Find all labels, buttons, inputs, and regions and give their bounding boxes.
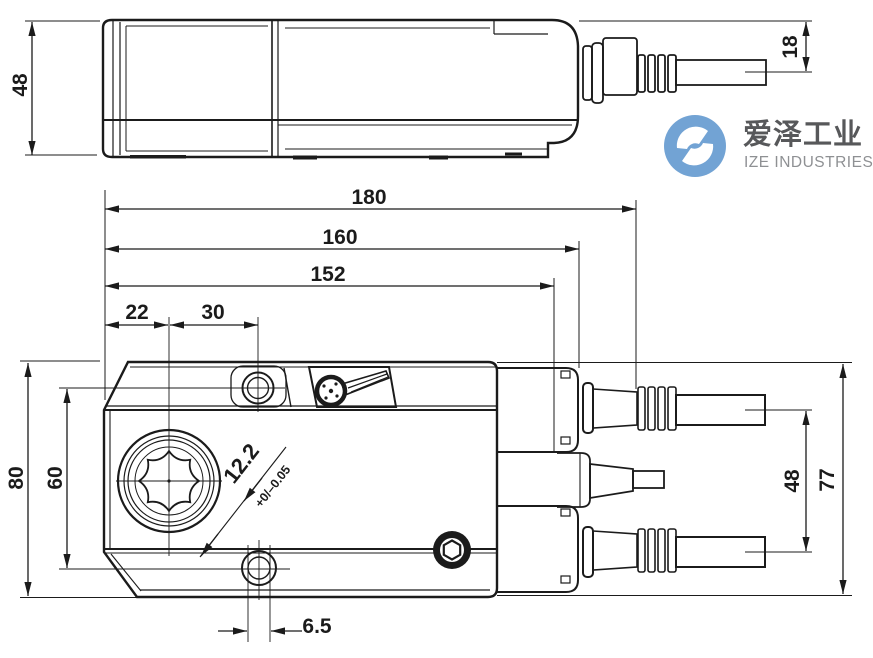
logo-cn-text: 爱泽工业 — [743, 118, 863, 151]
dim-30 — [168, 317, 259, 556]
connector-middle — [557, 452, 665, 508]
override-dial — [314, 374, 348, 408]
dim-48-cables — [745, 409, 812, 553]
dim-160-label: 160 — [322, 226, 357, 249]
dim-80 — [20, 360, 340, 598]
dim-60 — [59, 387, 290, 570]
cable-gland-side — [582, 37, 767, 104]
dim-12-2-label: 12.2 — [218, 439, 264, 488]
dim-6-5 — [218, 545, 302, 642]
logo-en-text: IZE INDUSTRIES — [744, 154, 873, 171]
hex-screw — [433, 531, 471, 569]
dim-80-label: 80 — [5, 466, 28, 489]
dimensions — [20, 20, 852, 642]
dim-12-2-tol-label: +0/–0.05 — [252, 463, 293, 510]
dim-22-label: 22 — [125, 301, 148, 324]
dim-77 — [497, 362, 852, 596]
dim-18-label: 18 — [779, 35, 802, 59]
mounting-feet — [130, 152, 522, 160]
logo: 爱泽工业 IZE INDUSTRIES — [664, 115, 873, 177]
dim-48-cables-label: 48 — [781, 469, 804, 493]
logo-pinwheel-icon — [676, 126, 714, 166]
connector-top — [497, 367, 766, 453]
dim-77-label: 77 — [816, 468, 839, 491]
dim-180 — [104, 190, 637, 400]
plug-stub — [632, 470, 665, 489]
dim-48-side — [25, 20, 100, 156]
logo-mark-circle — [664, 115, 726, 177]
side-view — [101, 18, 767, 160]
manual-override-lever — [283, 366, 398, 408]
dim-48-side-label: 48 — [9, 73, 32, 97]
dim-60-label: 60 — [44, 466, 67, 489]
connector-bottom — [497, 505, 766, 593]
dim-152 — [105, 278, 555, 453]
dim-12-2-square — [199, 446, 287, 558]
dim-6-5-label: 6.5 — [302, 615, 332, 638]
mounting-hole-top — [230, 365, 287, 408]
dim-180-label: 180 — [351, 186, 386, 209]
dim-30-label: 30 — [201, 301, 224, 324]
dim-18-cable — [579, 20, 812, 73]
plan-view — [102, 360, 766, 600]
dim-152-label: 152 — [310, 263, 345, 286]
dim-160 — [105, 241, 580, 368]
